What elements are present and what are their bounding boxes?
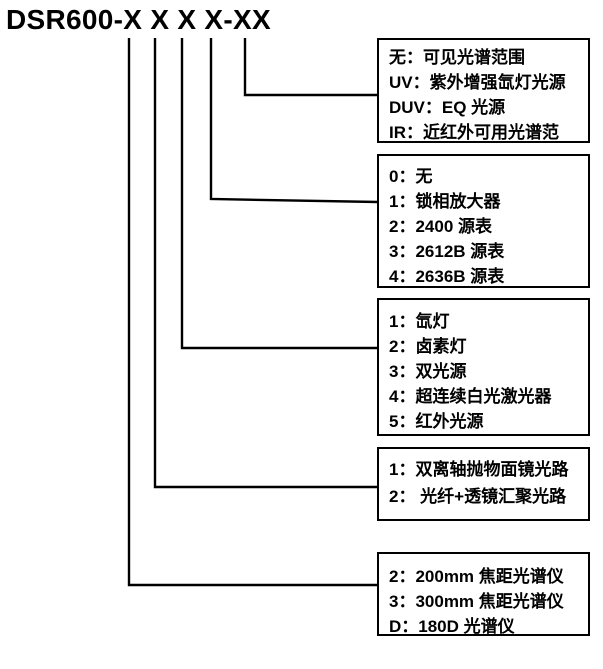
option-row: IR：近红外可用光谱范 <box>389 123 559 142</box>
connector-spectral-range <box>243 38 378 97</box>
option-row: 1：氙灯 <box>389 312 450 331</box>
option-row: 3：双光源 <box>389 362 467 381</box>
option-row: DUV：EQ 光源 <box>389 98 506 117</box>
option-row: 4：超连续白光激光器 <box>389 387 552 406</box>
option-row: 0：无 <box>389 167 433 186</box>
option-row: 2：卤素灯 <box>389 337 467 356</box>
connector-optical-path <box>153 38 378 489</box>
option-row: 2： 光纤+透镜汇聚光路 <box>389 487 567 506</box>
option-row: 1：锁相放大器 <box>389 192 501 211</box>
option-row: 4：2636B 源表 <box>389 267 505 286</box>
option-row: 无：可见光谱范围 <box>389 48 525 67</box>
connector-spectrometer <box>127 38 378 587</box>
box-source-meter-options: 0：无 1：锁相放大器 2：2400 源表 3：2612B 源表 4：2636B… <box>377 154 590 288</box>
box-spectral-range-options: 无：可见光谱范围 UV：紫外增强氙灯光源 DUV：EQ 光源 IR：近红外可用光… <box>377 38 590 143</box>
option-row: UV：紫外增强氙灯光源 <box>389 73 566 92</box>
box-spectrometer-options: 2：200mm 焦距光谱仪 3：300mm 焦距光谱仪 D：180D 光谱仪 <box>377 552 590 636</box>
model-number-title: DSR600-X X X X-XX <box>6 4 271 35</box>
option-row: 3：300mm 焦距光谱仪 <box>389 592 564 611</box>
option-row: 5：红外光源 <box>389 412 484 431</box>
box-optical-path-options: 1：双离轴抛物面镜光路 2： 光纤+透镜汇聚光路 <box>377 447 590 521</box>
option-row: 2：200mm 焦距光谱仪 <box>389 567 564 586</box>
option-row: 2：2400 源表 <box>389 217 492 236</box>
option-row: 1：双离轴抛物面镜光路 <box>389 460 569 479</box>
box-light-source-options: 1：氙灯 2：卤素灯 3：双光源 4：超连续白光激光器 5：红外光源 <box>377 298 590 436</box>
connector-source-meter <box>209 38 379 204</box>
connector-light-source <box>180 38 378 350</box>
option-row: 3：2612B 源表 <box>389 242 505 261</box>
option-row: D：180D 光谱仪 <box>389 617 515 636</box>
